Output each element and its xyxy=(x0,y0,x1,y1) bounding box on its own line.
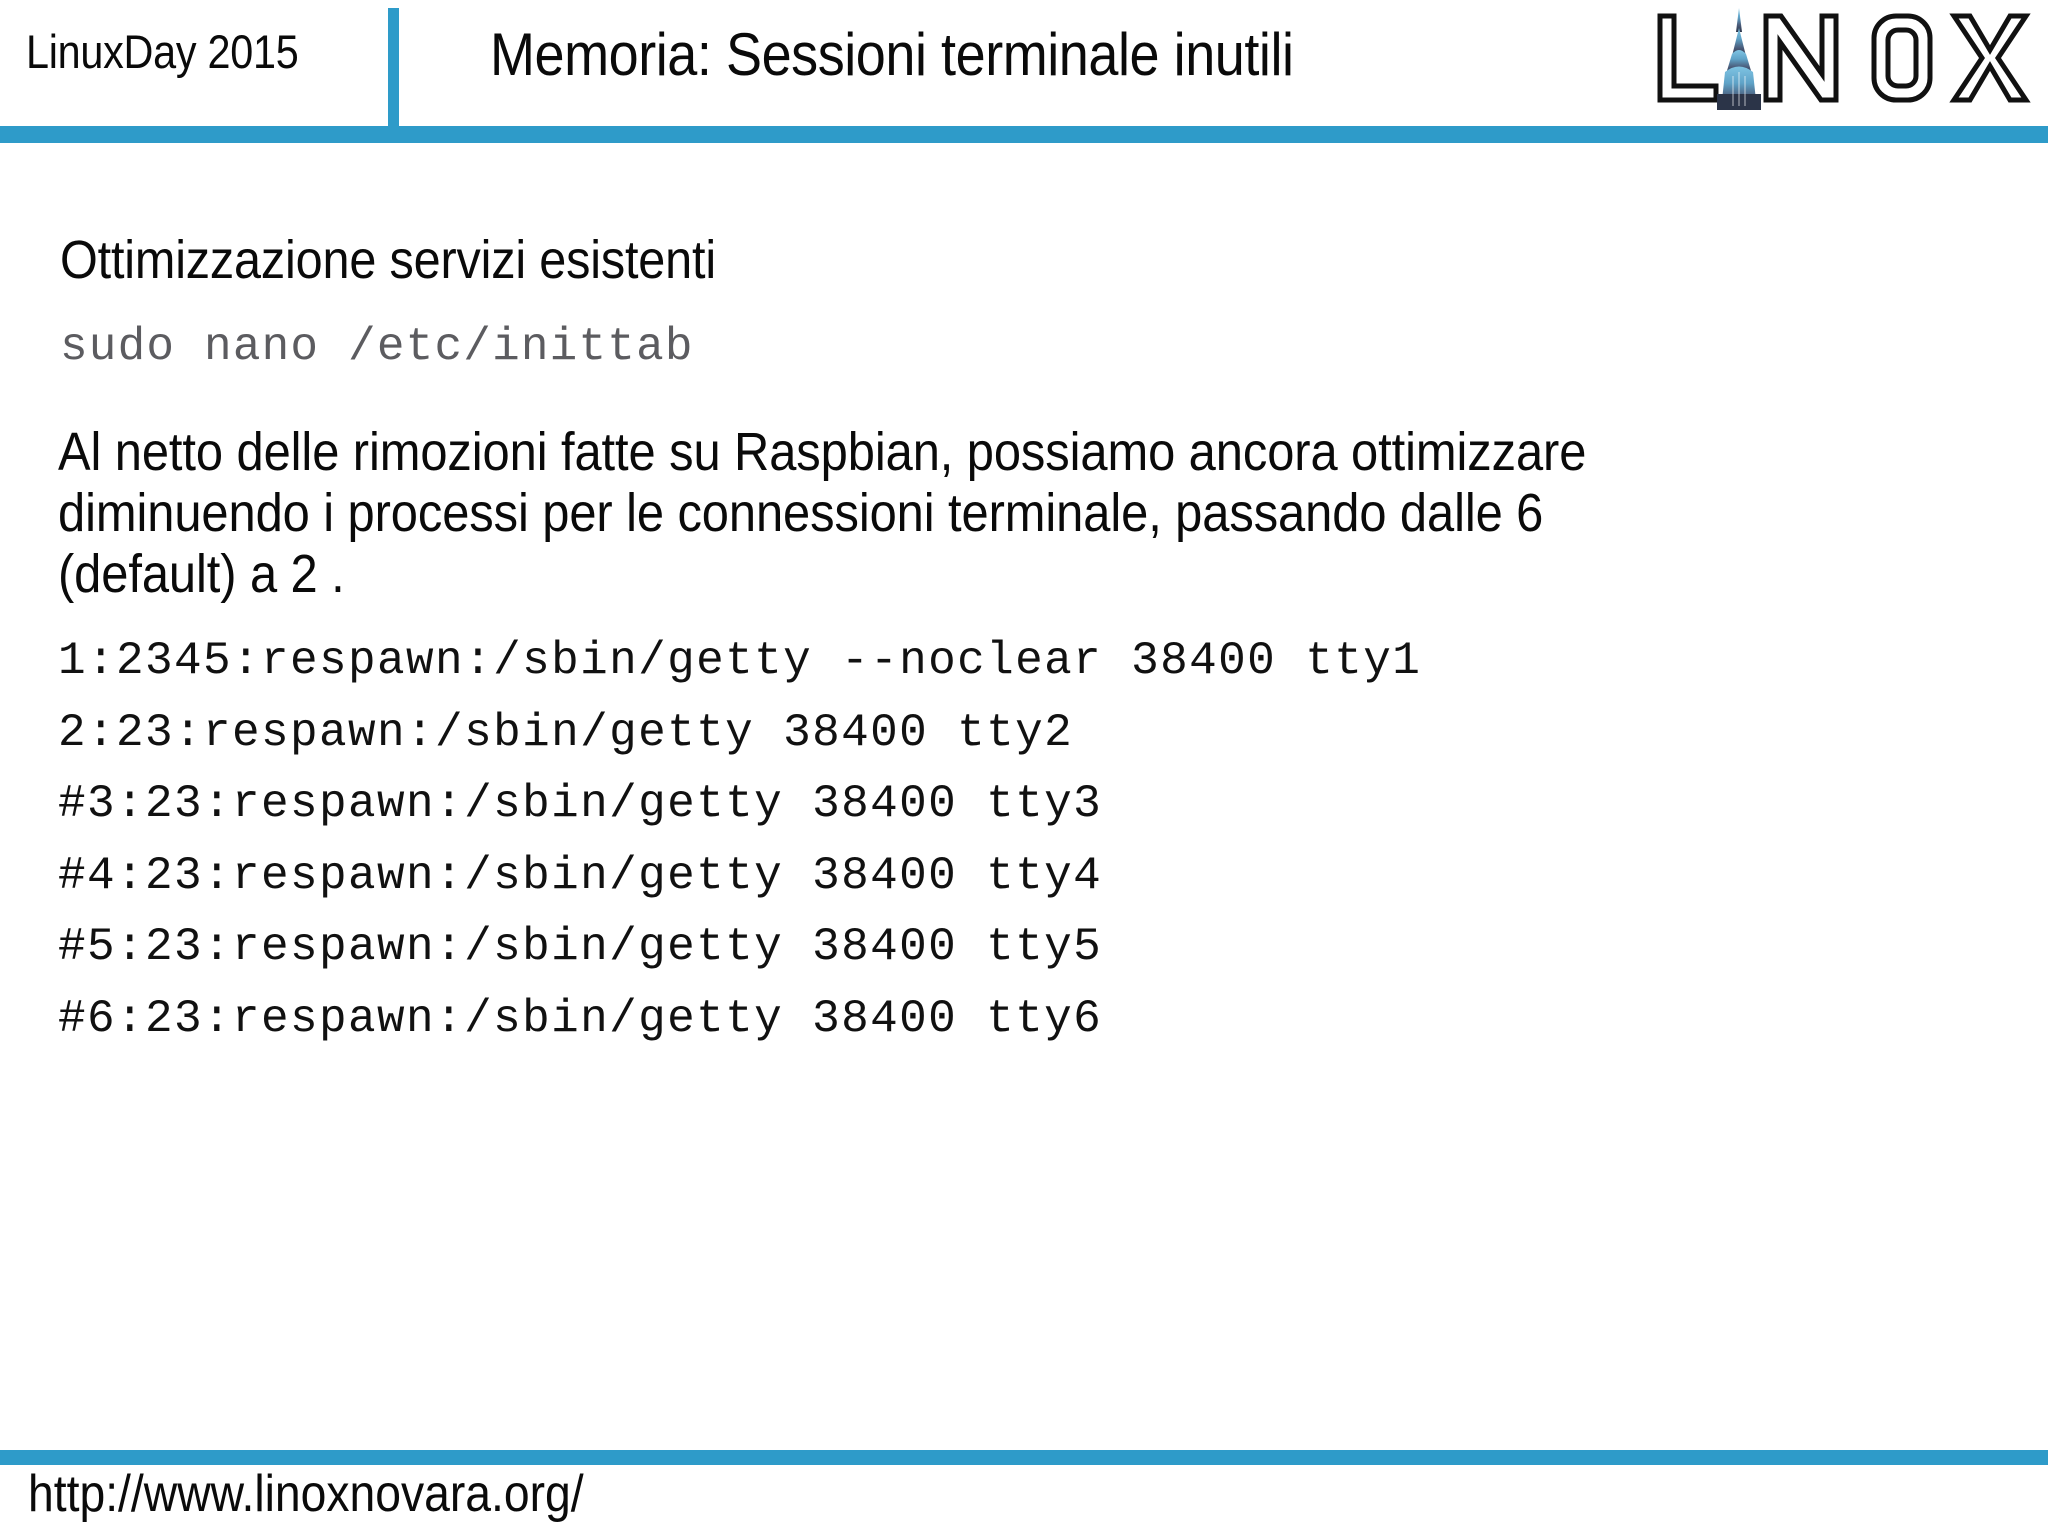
paragraph-line: (default) a 2 . xyxy=(58,544,345,604)
code-line: #6:23:respawn:/sbin/getty 38400 tty6 xyxy=(58,992,1103,1045)
page-title: Memoria: Sessioni terminale inutili xyxy=(490,20,1294,88)
linox-logo xyxy=(1638,2,2038,110)
code-line: #4:23:respawn:/sbin/getty 38400 tty4 xyxy=(58,849,1103,902)
content-heading: Ottimizzazione servizi esistenti xyxy=(60,230,716,290)
body-paragraph: Al netto delle rimozioni fatte su Raspbi… xyxy=(58,422,1938,605)
event-name: LinuxDay 2015 xyxy=(26,25,299,79)
paragraph-line: diminuendo i processi per le connessioni… xyxy=(58,483,1544,543)
slide-content: Ottimizzazione servizi esistenti sudo na… xyxy=(0,144,2048,1450)
header-vertical-divider xyxy=(388,8,399,130)
shell-command: sudo nano /etc/inittab xyxy=(60,321,694,373)
slide-footer: http://www.linoxnovara.org/ xyxy=(0,1450,2048,1536)
footer-accent-rule xyxy=(0,1450,2048,1465)
slide-header: LinuxDay 2015 Memoria: Sessioni terminal… xyxy=(0,0,2048,144)
code-line: #3:23:respawn:/sbin/getty 38400 tty3 xyxy=(58,778,1103,831)
paragraph-line: Al netto delle rimozioni fatte su Raspbi… xyxy=(58,422,1587,482)
code-line: 1:2345:respawn:/sbin/getty --noclear 384… xyxy=(58,635,1422,687)
inittab-code-block: 1:2345:respawn:/sbin/getty --noclear 384… xyxy=(58,626,1958,1056)
code-line: 2:23:respawn:/sbin/getty 38400 tty2 xyxy=(58,706,1074,759)
spire-icon xyxy=(1717,8,1761,110)
footer-url-link[interactable]: http://www.linoxnovara.org/ xyxy=(28,1465,584,1523)
header-accent-rule xyxy=(0,126,2048,143)
code-line: #5:23:respawn:/sbin/getty 38400 tty5 xyxy=(58,921,1103,974)
